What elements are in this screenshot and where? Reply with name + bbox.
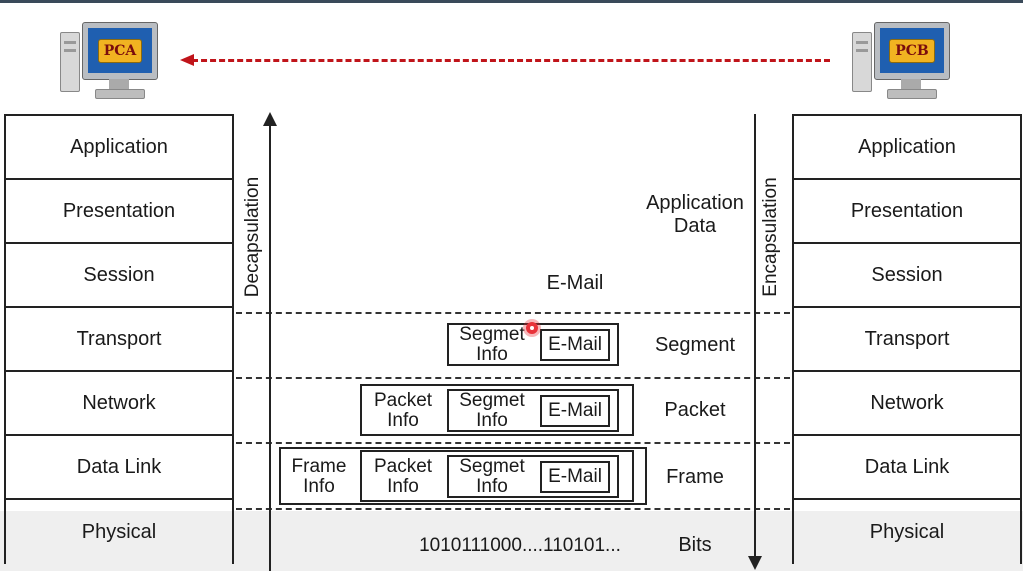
email-label: E-Mail	[548, 466, 602, 487]
computer-pcb-icon: PCB	[852, 22, 952, 104]
computer-pca-icon: PCA	[60, 22, 160, 104]
application-data-label: Application Data	[646, 192, 744, 237]
decapsulation-arrow-line	[269, 124, 271, 571]
monitor-icon: PCA	[82, 22, 158, 80]
right-layer-presentation: Presentation	[792, 180, 1022, 244]
email-box	[540, 461, 610, 493]
layer-divider	[236, 442, 790, 444]
encapsulation-label: Encapsulation	[760, 177, 781, 297]
up-arrow-icon	[263, 112, 277, 126]
physical-row-background	[0, 511, 1023, 571]
right-osi-stack: Application Presentation Session Transpo…	[792, 114, 1022, 564]
right-layer-transport: Transport	[792, 308, 1022, 372]
right-layer-application: Application	[792, 114, 1022, 180]
tower-icon	[60, 32, 80, 92]
email-label: E-Mail	[548, 400, 602, 421]
left-layer-physical: Physical	[4, 500, 234, 564]
right-layer-physical: Physical	[792, 500, 1022, 564]
session-email-label: E-Mail	[546, 272, 604, 294]
monitor-icon: PCB	[874, 22, 950, 80]
frame-pdu-label: Frame	[666, 466, 724, 488]
segment-pdu-label: Segment	[654, 334, 736, 356]
top-border	[0, 0, 1023, 3]
encapsulation-arrow-line	[754, 114, 756, 558]
packet-pdu-label: Packet	[664, 399, 726, 421]
email-box	[540, 395, 610, 427]
left-layer-application: Application	[4, 114, 234, 180]
left-layer-session: Session	[4, 244, 234, 308]
packet-info-label: Packet Info	[373, 390, 433, 431]
right-layer-session: Session	[792, 244, 1022, 308]
email-box	[540, 329, 610, 361]
packet-info-label: Packet Info	[373, 456, 433, 497]
email-label: E-Mail	[548, 334, 602, 355]
transfer-arrow-head-icon	[180, 54, 194, 66]
right-layer-network: Network	[792, 372, 1022, 436]
decapsulation-label: Decapsulation	[242, 176, 263, 298]
frame-info-label: Frame Info	[291, 456, 347, 497]
transfer-arrow-line	[192, 59, 830, 62]
segment-info-label: Segmet Info	[459, 324, 525, 365]
tower-icon	[852, 32, 872, 92]
left-layer-network: Network	[4, 372, 234, 436]
presenter-cursor-icon	[526, 322, 538, 334]
bits-value-label: 1010111000....110101...	[419, 535, 621, 556]
segment-info-label: Segmet Info	[459, 456, 525, 497]
left-layer-data-link: Data Link	[4, 436, 234, 500]
left-layer-presentation: Presentation	[4, 180, 234, 244]
segment-info-label: Segmet Info	[459, 390, 525, 431]
bits-pdu-label: Bits	[678, 534, 712, 556]
layer-divider	[236, 508, 790, 510]
pca-label: PCA	[97, 38, 143, 63]
pcb-label: PCB	[889, 38, 935, 63]
right-layer-data-link: Data Link	[792, 436, 1022, 500]
left-layer-transport: Transport	[4, 308, 234, 372]
left-osi-stack: Application Presentation Session Transpo…	[4, 114, 234, 564]
layer-divider	[236, 377, 790, 379]
down-arrow-icon	[748, 556, 762, 570]
layer-divider	[236, 312, 790, 314]
